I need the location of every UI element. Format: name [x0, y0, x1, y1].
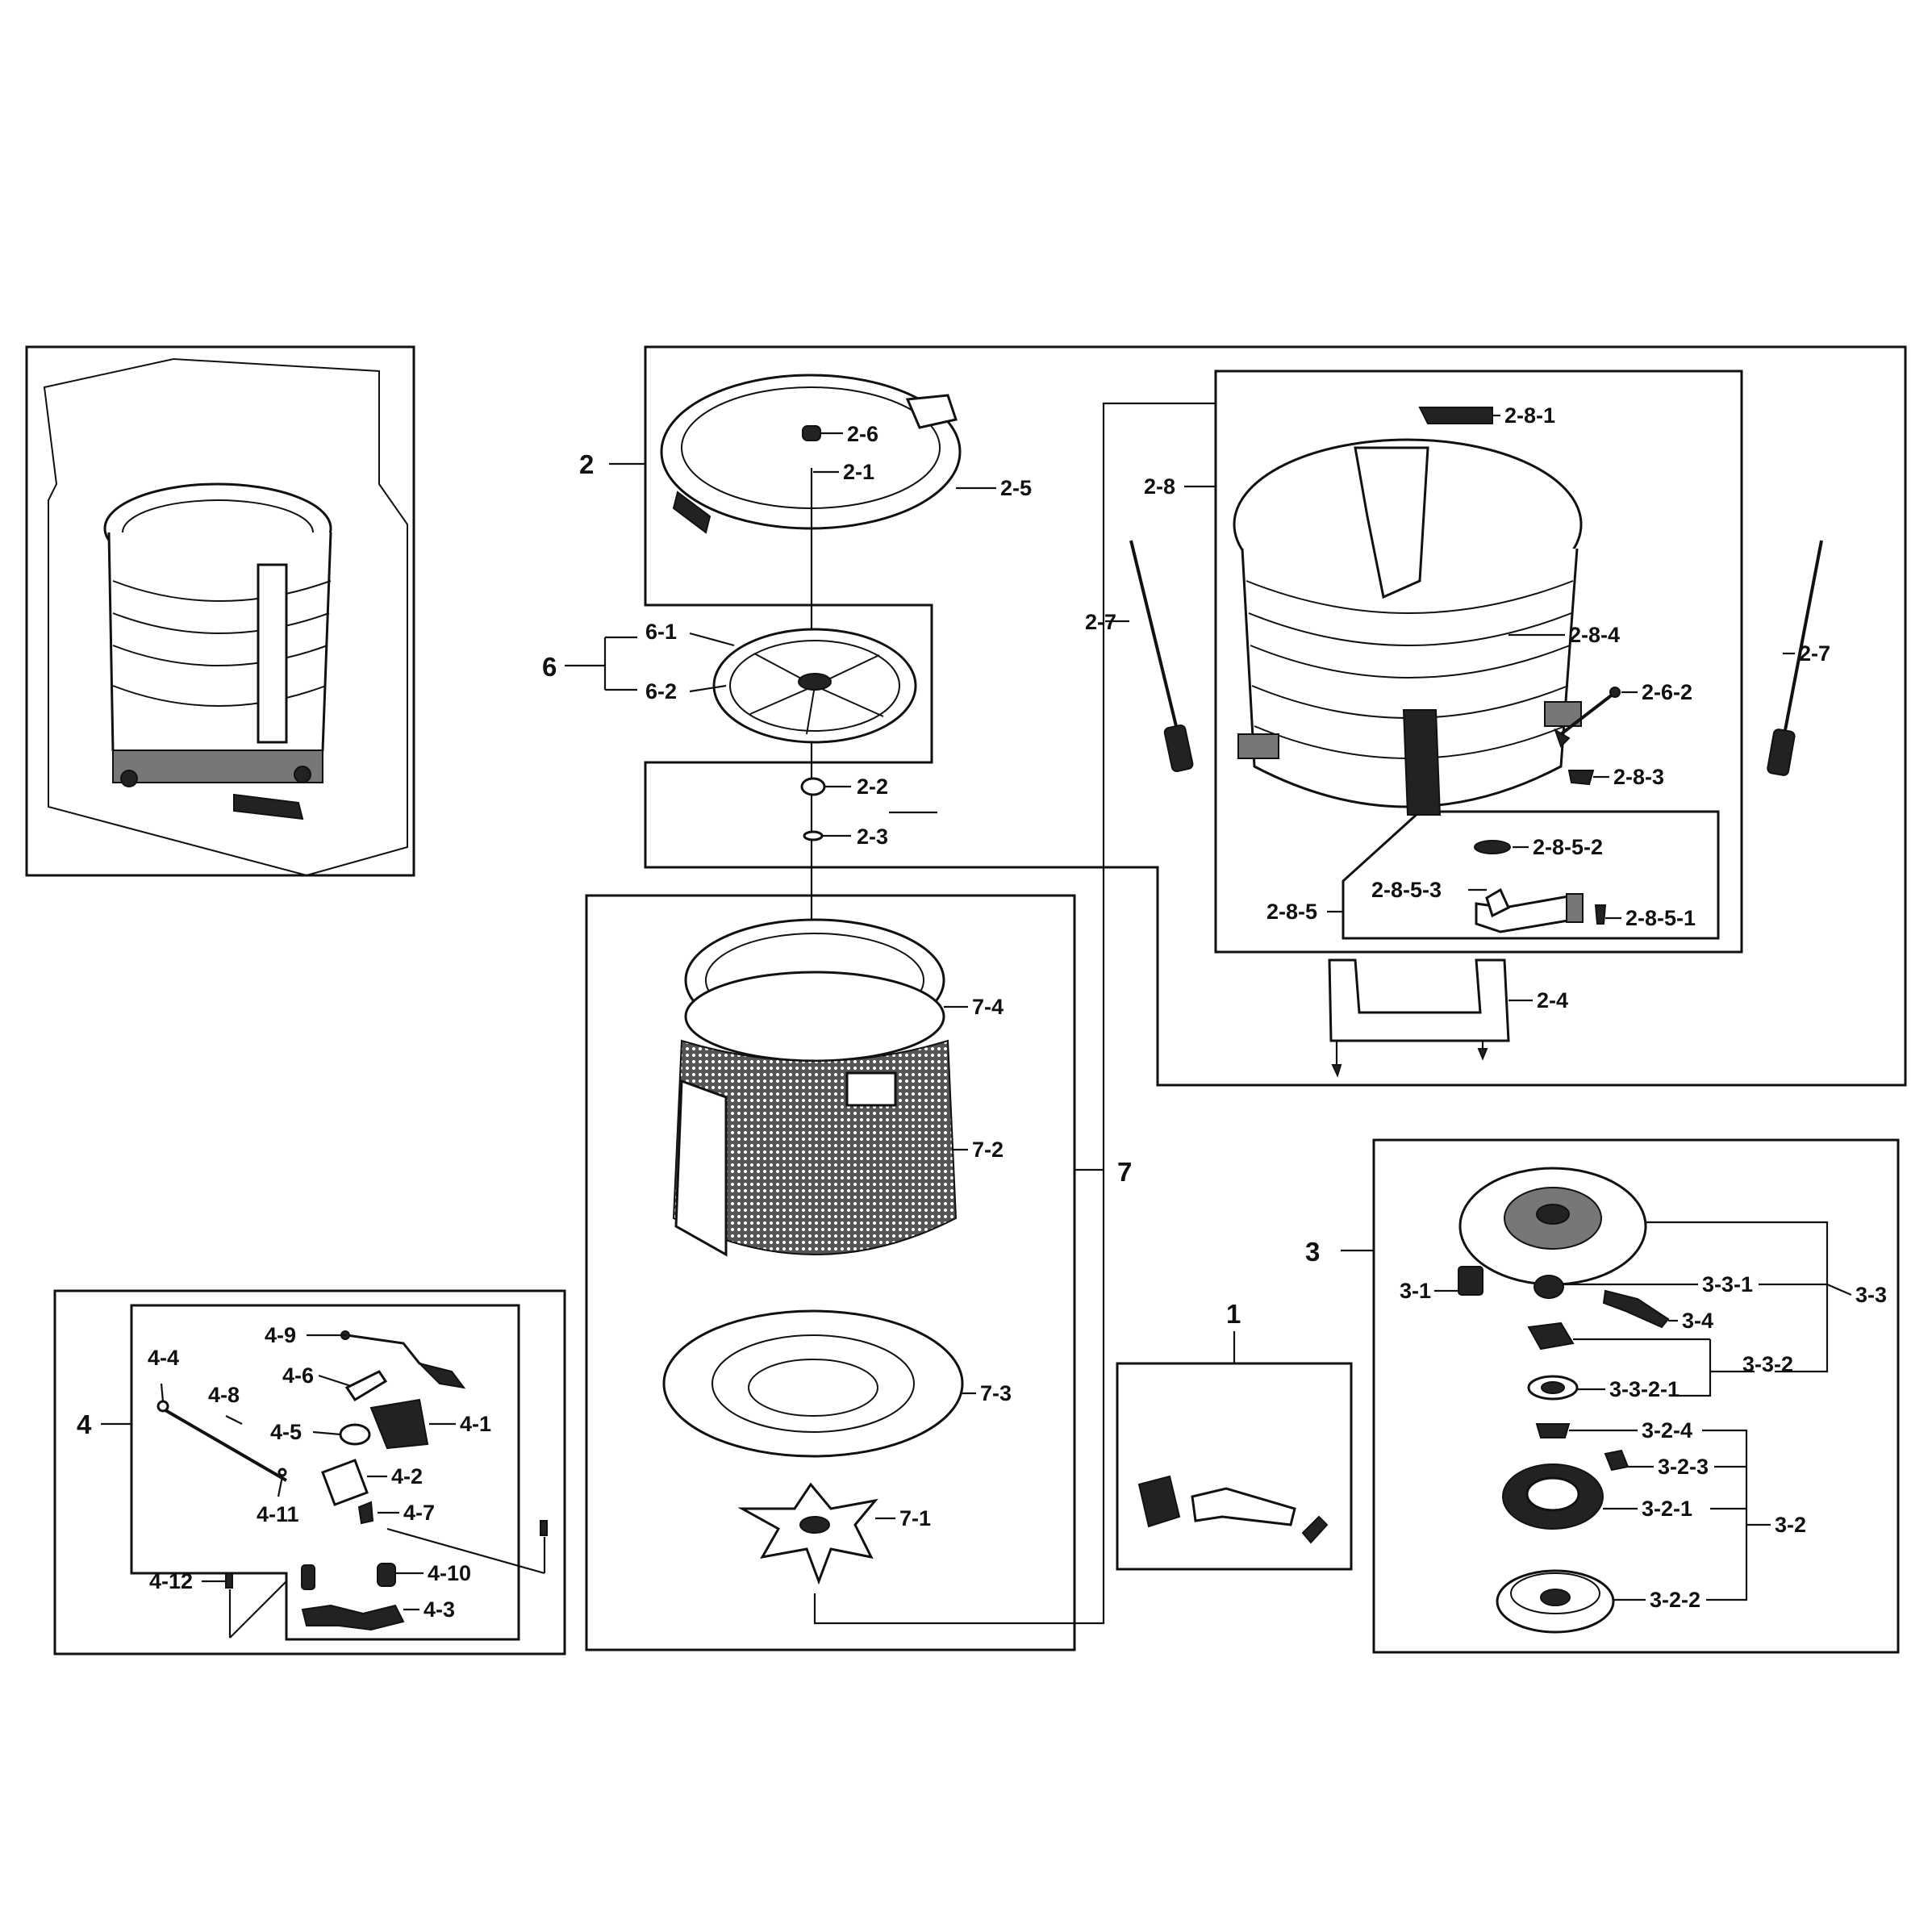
- callout-2-8-5-3: 2-8-5-3: [1371, 878, 1442, 902]
- callout-4-5: 4-5: [270, 1420, 302, 1444]
- callout-2-4: 2-4: [1537, 988, 1568, 1013]
- callout-group-3: 3: [1305, 1237, 1320, 1267]
- hose-clamp-part: [1474, 840, 1511, 854]
- bearing-part: [1533, 1275, 1564, 1299]
- callout-group-6: 6: [542, 652, 557, 682]
- lever-part: [1602, 1289, 1670, 1329]
- callout-4-6: 4-6: [282, 1363, 314, 1388]
- callout-2-6-2: 2-6-2: [1642, 680, 1692, 704]
- callout-4-10: 4-10: [428, 1561, 471, 1585]
- coupling-part: [1527, 1321, 1575, 1351]
- callout-2-8-1: 2-8-1: [1504, 403, 1555, 428]
- callout-4-8: 4-8: [208, 1383, 240, 1407]
- inner-basket-ring-part: [684, 918, 945, 1063]
- drain-hose-part: [1475, 893, 1584, 933]
- clutch-switch-part: [1458, 1266, 1483, 1296]
- suspension-rod-right: [1767, 540, 1823, 776]
- tub-bracket-part: [1328, 958, 1510, 1078]
- callout-7-4: 7-4: [972, 995, 1004, 1019]
- callout-2-5: 2-5: [1000, 476, 1032, 500]
- callout-3-2: 3-2: [1775, 1513, 1806, 1537]
- rotor-holder-part: [1535, 1423, 1571, 1438]
- leader-lines: [101, 414, 1852, 1611]
- hose-elbow-part: [1485, 887, 1510, 918]
- callout-group-7: 7: [1117, 1157, 1132, 1187]
- hall-sensor-part: [1604, 1449, 1629, 1472]
- group-7-frame: [585, 894, 1076, 1651]
- callout-6-1: 6-1: [645, 620, 677, 644]
- callout-2-8-5: 2-8-5: [1266, 900, 1317, 924]
- callout-3-3: 3-3: [1855, 1283, 1887, 1307]
- callout-4-4: 4-4: [148, 1346, 179, 1370]
- sensor-wire-part: [1554, 687, 1621, 748]
- callout-3-2-3: 3-2-3: [1658, 1455, 1709, 1479]
- group-4-frame: [53, 1289, 566, 1656]
- callout-4-3: 4-3: [424, 1597, 455, 1622]
- group-1-frame: [1116, 1362, 1353, 1571]
- callout-4-2: 4-2: [391, 1464, 423, 1489]
- washer-part: [803, 830, 824, 841]
- tub-cap-part: [802, 425, 821, 441]
- callout-3-3-2-1: 3-3-2-1: [1609, 1377, 1680, 1401]
- assembled-washer-overview: [25, 345, 415, 877]
- callout-2-7-right: 2-7: [1799, 641, 1830, 666]
- stator-part: [1502, 1463, 1604, 1530]
- callout-6-2: 6-2: [645, 679, 677, 704]
- nut-part: [800, 777, 826, 796]
- callout-7-2: 7-2: [972, 1138, 1004, 1162]
- callout-3-2-2: 3-2-2: [1650, 1588, 1700, 1612]
- group-2-outer-frame: [644, 345, 1907, 1087]
- callout-2-8: 2-8: [1144, 474, 1175, 499]
- callout-2-1: 2-1: [843, 460, 874, 484]
- basket-base-part: [662, 1309, 964, 1458]
- callout-group-1: 1: [1226, 1299, 1241, 1329]
- group-4-parts: [156, 1330, 548, 1631]
- callout-3-3-1: 3-3-1: [1702, 1272, 1753, 1296]
- tub-fitting-part: [1418, 407, 1493, 424]
- coupling-holder-part: [1527, 1375, 1579, 1401]
- callout-group-2: 2: [579, 449, 594, 479]
- callout-3-2-4: 3-2-4: [1642, 1418, 1692, 1443]
- flange-part: [737, 1482, 878, 1585]
- group-3-frame: [1372, 1138, 1900, 1654]
- callout-3-1: 3-1: [1400, 1279, 1431, 1303]
- drive-bracket-part: [1458, 1167, 1647, 1286]
- outer-tub-part: [1233, 438, 1583, 816]
- group-1-parts: [1137, 1475, 1329, 1544]
- callout-3-4: 3-4: [1682, 1309, 1713, 1333]
- callout-4-1: 4-1: [460, 1412, 491, 1436]
- callout-4-9: 4-9: [265, 1323, 296, 1347]
- callout-4-12: 4-12: [149, 1569, 193, 1593]
- callout-2-8-3: 2-8-3: [1613, 765, 1664, 789]
- callout-group-4: 4: [77, 1409, 92, 1439]
- suspension-rod-left: [1129, 540, 1194, 772]
- callout-7-1: 7-1: [899, 1506, 931, 1530]
- callout-2-3: 2-3: [857, 825, 888, 849]
- hose-clip-part: [1594, 904, 1607, 925]
- callout-2-7-left: 2-7: [1085, 610, 1116, 634]
- group-2-8-frame: [1214, 370, 1743, 954]
- callout-2-8-4: 2-8-4: [1569, 623, 1620, 647]
- clip-part: [1567, 770, 1595, 786]
- callout-3-2-1: 3-2-1: [1642, 1497, 1692, 1521]
- tub-cover-part: [660, 374, 962, 534]
- group-2-8-5-frame: [1342, 810, 1720, 940]
- inner-basket-part: [672, 1039, 958, 1257]
- callout-2-8-5-1: 2-8-5-1: [1625, 906, 1696, 930]
- callout-2-6: 2-6: [847, 422, 878, 446]
- callout-7-3: 7-3: [980, 1381, 1012, 1405]
- rotor-part: [1496, 1569, 1615, 1634]
- callout-4-11: 4-11: [257, 1502, 299, 1526]
- callout-4-7: 4-7: [403, 1501, 435, 1525]
- callout-3-3-2: 3-3-2: [1742, 1352, 1793, 1376]
- callout-2-2: 2-2: [857, 775, 888, 799]
- pulsator-part: [712, 628, 917, 744]
- callout-2-8-5-2: 2-8-5-2: [1533, 835, 1603, 859]
